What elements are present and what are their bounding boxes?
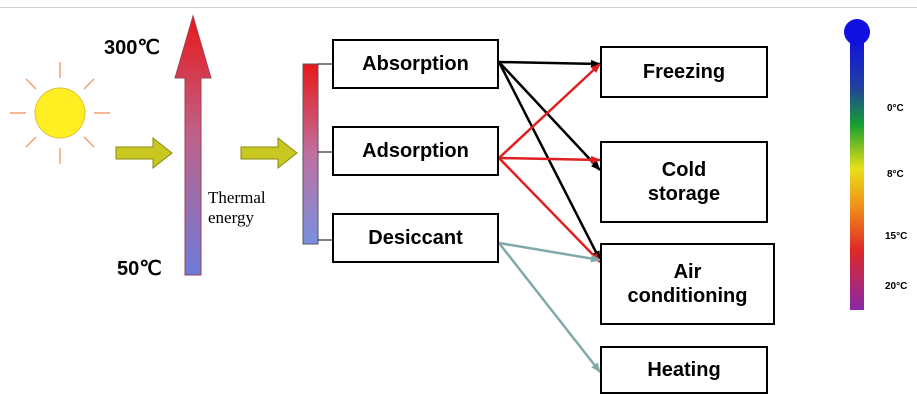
scale-label-0c: 0°C: [887, 103, 904, 114]
process-box-adsorption: Adsorption: [332, 126, 499, 176]
link-adsorption-air-conditioning: [498, 157, 601, 263]
temperature-gradient-bar: [302, 63, 319, 245]
thermal-energy-line2: energy: [208, 207, 254, 227]
thermal-energy-line1: Thermal: [208, 188, 266, 207]
color-scale-bulb: [844, 19, 870, 45]
thermal-energy-label: Thermal energy: [208, 188, 266, 227]
temperature-arrow-icon: [174, 14, 212, 276]
link-absorption-cold-storage: [498, 61, 601, 171]
color-scale-bar: [850, 38, 864, 310]
temperature-high-label: 300℃: [104, 37, 160, 59]
process-bracket: [318, 63, 332, 241]
application-box-air-conditioning: Air conditioning: [600, 243, 775, 325]
application-box-heating: Heating: [600, 346, 768, 394]
sun-icon: [10, 62, 110, 164]
process-arrow-icon: [240, 136, 298, 170]
scale-label-15c: 15°C: [885, 231, 908, 242]
temperature-low-label: 50℃: [117, 258, 162, 280]
link-desiccant-heating: [498, 242, 601, 373]
link-adsorption-freezing: [498, 63, 601, 159]
process-box-desiccant: Desiccant: [332, 213, 499, 263]
application-box-cold-storage: Cold storage: [600, 141, 768, 223]
link-absorption-air-conditioning: [497, 61, 602, 261]
top-border-line: [0, 7, 917, 8]
scale-label-20c: 20°C: [885, 281, 908, 292]
application-box-freezing: Freezing: [600, 46, 768, 98]
link-absorption-freezing: [498, 59, 601, 68]
scale-label-8c: 8°C: [887, 169, 904, 180]
input-arrow-icon: [115, 136, 173, 170]
process-box-absorption: Absorption: [332, 39, 499, 89]
link-adsorption-cold-storage: [498, 155, 601, 164]
link-desiccant-air-conditioning: [498, 241, 601, 263]
